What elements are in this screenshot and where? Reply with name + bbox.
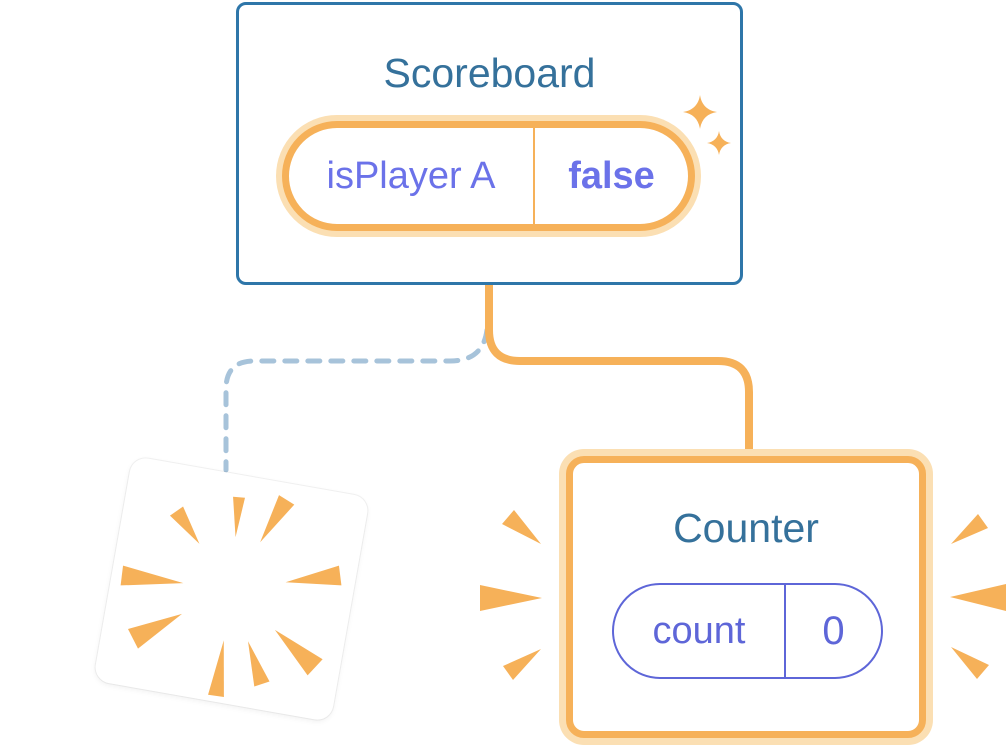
- scoreboard-state-label-cell: isPlayer A: [289, 128, 535, 224]
- emphasis-burst-right-icon: [950, 514, 1006, 679]
- scoreboard-card: Scoreboard isPlayer A false: [236, 2, 743, 285]
- counter-state-value-cell: 0: [786, 585, 881, 677]
- poof-burst-icon: [120, 495, 342, 697]
- scoreboard-state-value-cell: false: [535, 128, 688, 224]
- solid-connector-line: [485, 282, 753, 458]
- scoreboard-title: Scoreboard: [383, 50, 596, 96]
- emphasis-burst-left-icon: [480, 510, 542, 680]
- counter-state-pill: count 0: [612, 583, 883, 679]
- scoreboard-state-pill: isPlayer A false: [282, 121, 695, 231]
- counter-state-label-cell: count: [614, 585, 786, 677]
- dashed-connector-line: [223, 327, 490, 473]
- counter-card: Counter count 0: [566, 456, 926, 738]
- counter-state-value: 0: [822, 608, 845, 653]
- sparkles-icon: [683, 95, 731, 155]
- counter-title: Counter: [673, 505, 819, 551]
- scoreboard-state-label: isPlayer A: [326, 154, 496, 197]
- destroyed-card: [93, 455, 370, 723]
- counter-state-label: count: [652, 609, 746, 652]
- scoreboard-state-value: false: [568, 154, 655, 197]
